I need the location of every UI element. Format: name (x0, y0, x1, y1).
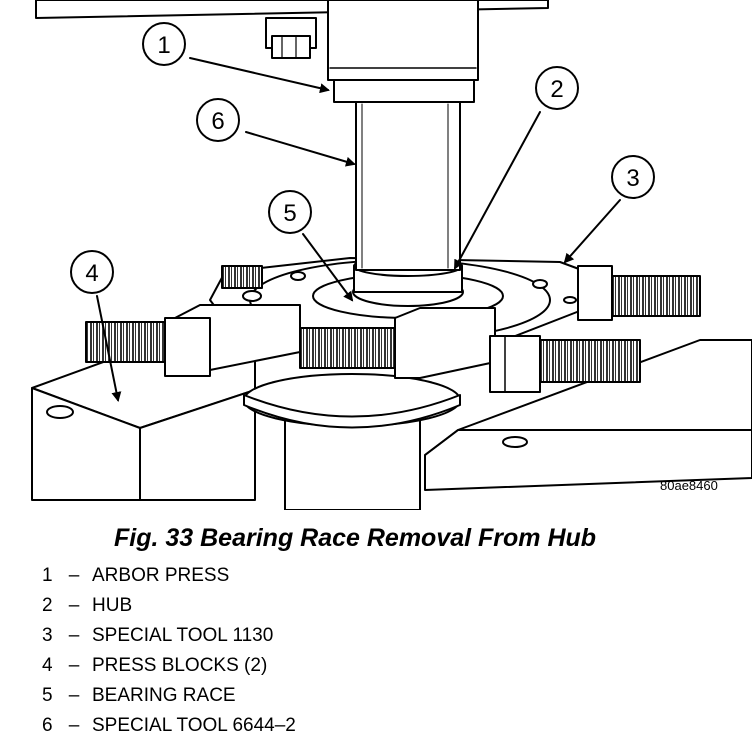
legend-number: 5 (42, 685, 53, 706)
legend-dash: – (68, 655, 80, 676)
legend-item: 1–ARBOR PRESS (42, 565, 296, 595)
illustration: 1 2 3 4 5 6 (31, 0, 752, 510)
callout-3-number: 3 (626, 165, 639, 192)
callout-4: 4 (70, 250, 114, 294)
callout-2: 2 (535, 66, 579, 110)
legend-item: 6–SPECIAL TOOL 6644–2 (42, 715, 296, 745)
callout-6: 6 (196, 98, 240, 142)
threaded-rods (85, 265, 701, 393)
legend-dash: – (68, 625, 80, 646)
callout-1: 1 (142, 22, 186, 66)
callout-3: 3 (611, 155, 655, 199)
legend-number: 1 (42, 565, 53, 586)
legend-item: 4–PRESS BLOCKS (2) (42, 655, 296, 685)
callout-2-number: 2 (550, 76, 563, 103)
callout-5-number: 5 (283, 200, 296, 227)
special-tool-6644-2 (355, 101, 461, 271)
legend-number: 2 (42, 595, 53, 616)
legend-dash: – (68, 595, 80, 616)
press-block-right (424, 339, 752, 491)
legend-item: 5–BEARING RACE (42, 685, 296, 715)
legend-number: 4 (42, 655, 53, 676)
hub (243, 373, 461, 510)
legend-number: 3 (42, 625, 53, 646)
legend-number: 6 (42, 715, 53, 736)
legend-label: ARBOR PRESS (92, 565, 230, 586)
legend-dash: – (68, 565, 80, 586)
callout-1-number: 1 (157, 32, 170, 59)
figure-caption: Fig. 33 Bearing Race Removal From Hub (114, 524, 597, 552)
legend: 1–ARBOR PRESS 2–HUB 3–SPECIAL TOOL 1130 … (42, 565, 296, 745)
legend-dash: – (68, 715, 80, 736)
legend-label: SPECIAL TOOL 1130 (92, 625, 274, 646)
legend-label: HUB (92, 595, 133, 616)
legend-item: 3–SPECIAL TOOL 1130 (42, 625, 296, 655)
legend-label: SPECIAL TOOL 6644–2 (92, 715, 296, 736)
callout-6-number: 6 (211, 108, 224, 135)
callout-4-number: 4 (85, 260, 98, 287)
legend-item: 2–HUB (42, 595, 296, 625)
figure-id: 80ae8460 (660, 478, 718, 493)
arbor-press (35, 0, 549, 103)
legend-label: BEARING RACE (92, 685, 236, 706)
legend-dash: – (68, 685, 80, 706)
callout-5: 5 (268, 190, 312, 234)
legend-label: PRESS BLOCKS (2) (92, 655, 268, 676)
leader-lines (96, 57, 621, 402)
